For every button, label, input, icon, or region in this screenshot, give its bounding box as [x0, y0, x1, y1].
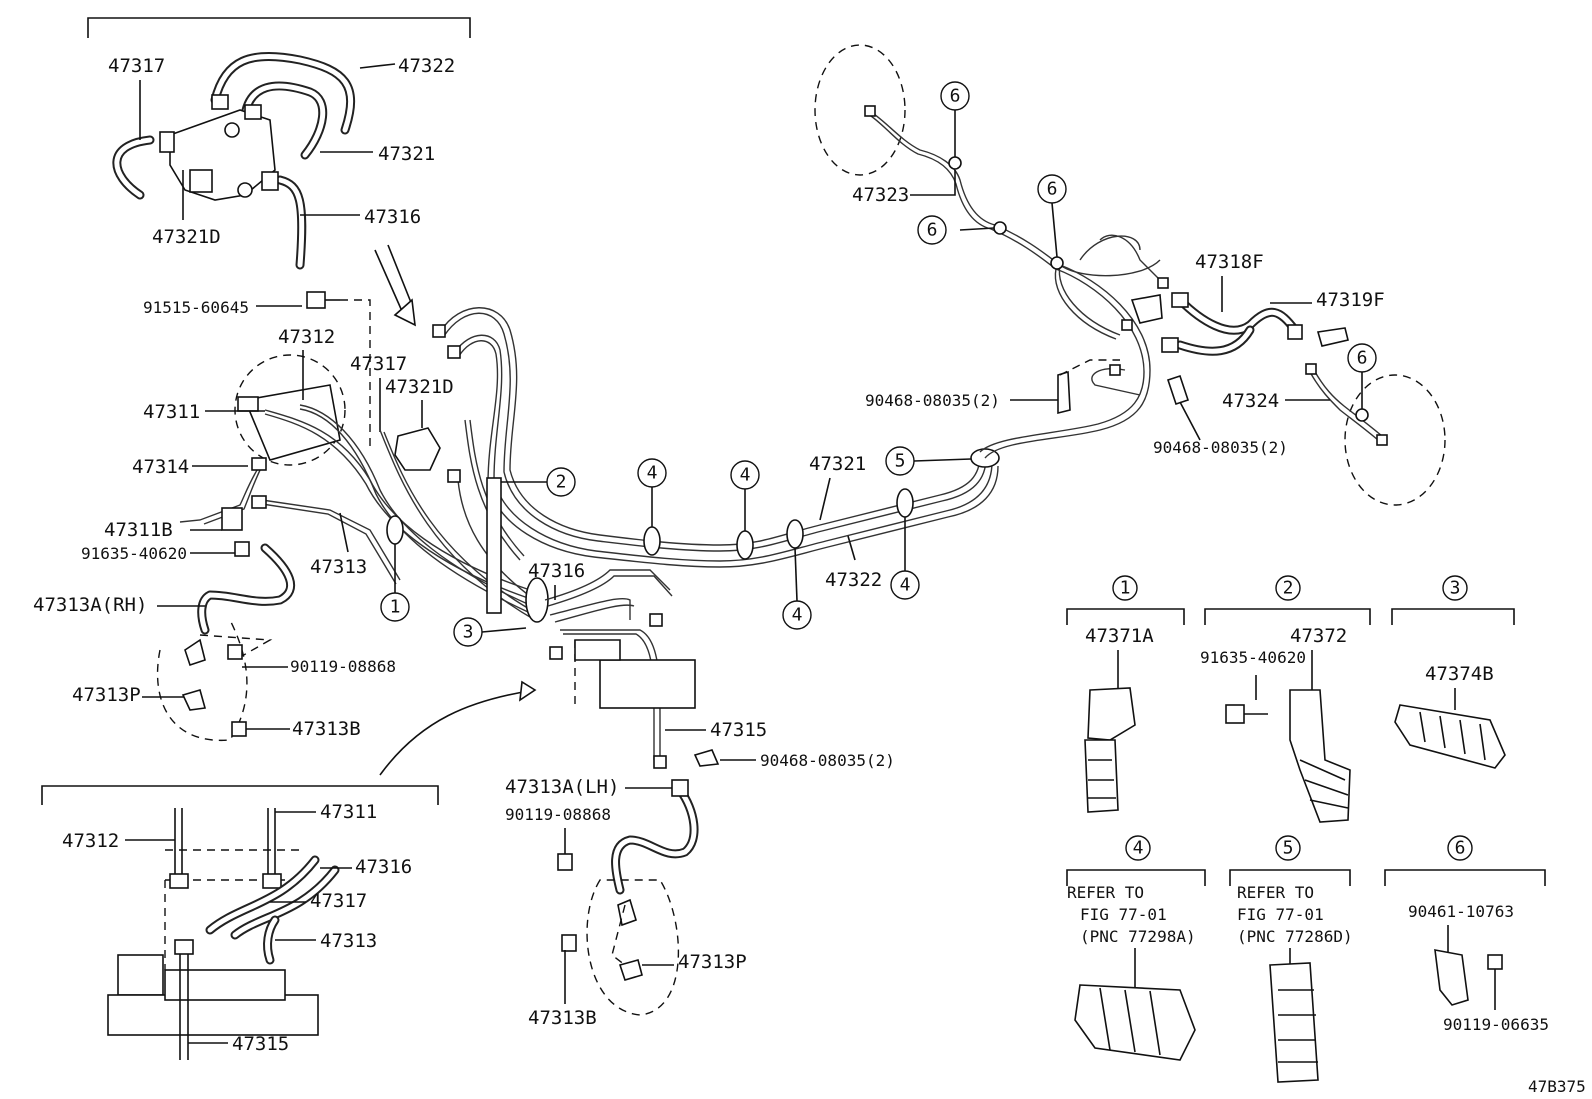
- detail-arrow: [374, 244, 416, 327]
- label-47317-top: 47317: [108, 55, 165, 77]
- label-90119-08868-lh: 90119-08868: [505, 805, 611, 824]
- callout-4c: 4: [792, 605, 803, 626]
- legend-key-5: 5: [1283, 838, 1294, 859]
- label-47322-top: 47322: [398, 55, 455, 77]
- label-47314: 47314: [132, 456, 189, 478]
- callout-4b: 4: [740, 465, 751, 486]
- legend-key-4: 4: [1133, 838, 1144, 859]
- legend-refer-5a: REFER TO: [1237, 883, 1314, 902]
- legend-refer-5b: FIG 77-01: [1237, 905, 1324, 924]
- callout-6d: 6: [1357, 348, 1368, 369]
- label-47316-mid: 47316: [528, 560, 585, 582]
- label-47311: 47311: [143, 401, 200, 423]
- callout-6c: 6: [1047, 179, 1058, 200]
- callout-1: 1: [390, 597, 401, 618]
- label-47315-inset: 47315: [232, 1033, 289, 1055]
- legend-key-1: 1: [1120, 578, 1131, 599]
- label-47317-mid: 47317: [350, 353, 407, 375]
- label-47323: 47323: [852, 184, 909, 206]
- label-47313B-rh: 47313B: [292, 718, 361, 740]
- main-tubes: 47321 47322: [386, 307, 1000, 623]
- label-47316-inset: 47316: [355, 856, 412, 878]
- label-47319F: 47319F: [1316, 289, 1385, 311]
- label-47313P-rh: 47313P: [72, 684, 141, 706]
- legend-refer-4a: REFER TO: [1067, 883, 1144, 902]
- master-cylinder-area: 91515-60645 47312 47311 47317 47321D: [143, 291, 454, 471]
- label-47315-mid: 47315: [710, 719, 767, 741]
- legend-part-90119-06635: 90119-06635: [1443, 1015, 1549, 1034]
- legend-key-6: 6: [1455, 838, 1466, 859]
- legend: 1 47371A 2 47372 91635-40620 3 47374B 4 …: [1066, 575, 1549, 1083]
- legend-part-91635-40620: 91635-40620: [1200, 648, 1306, 667]
- label-90119-08868-rh: 90119-08868: [290, 657, 396, 676]
- legend-key-2: 2: [1283, 578, 1294, 599]
- figure-id: 47B375: [1528, 1077, 1586, 1096]
- label-47321D-top: 47321D: [152, 226, 221, 248]
- label-47321-top: 47321: [378, 143, 435, 165]
- legend-refer-4c: (PNC 77298A): [1080, 927, 1196, 946]
- label-47321D-mid: 47321D: [385, 376, 454, 398]
- center-area: 47316 47315 90468-08035(2): [379, 560, 895, 776]
- label-91515-60645: 91515-60645: [143, 298, 249, 317]
- legend-key-3: 3: [1450, 578, 1461, 599]
- label-47313-inset: 47313: [320, 930, 377, 952]
- label-47313A-LH: 47313A(LH): [505, 776, 619, 798]
- inset-detail: 47312 47311 47316 47317 47313 47315: [41, 785, 439, 1060]
- callout-4d: 4: [900, 575, 911, 596]
- callout-3: 3: [463, 622, 474, 643]
- label-47322-main: 47322: [825, 569, 882, 591]
- legend-part-90461-10763: 90461-10763: [1408, 902, 1514, 921]
- label-47313B-lh: 47313B: [528, 1007, 597, 1029]
- callout-2: 2: [556, 472, 567, 493]
- label-47321-main: 47321: [809, 453, 866, 475]
- label-47324: 47324: [1222, 390, 1279, 412]
- label-47313P-lh: 47313P: [678, 951, 747, 973]
- callout-4a: 4: [647, 463, 658, 484]
- legend-part-47374B: 47374B: [1425, 663, 1494, 685]
- rh-flex-hose: 47313A(RH) 90119-08868 47313P 47313B: [33, 543, 396, 741]
- label-47312: 47312: [278, 326, 335, 348]
- callout-6b: 6: [927, 220, 938, 241]
- left-tubes: 47314 47313 47311B 91635-40620: [81, 404, 539, 621]
- label-90468-08035-right: 90468-08035(2): [1153, 438, 1288, 457]
- label-47313A-RH: 47313A(RH): [33, 594, 147, 616]
- label-47311B: 47311B: [104, 519, 173, 541]
- legend-part-47372: 47372: [1290, 625, 1347, 647]
- rear-lines: 47323 47318F 47319F 90468-08035(2) 90468…: [814, 44, 1446, 506]
- legend-refer-4b: FIG 77-01: [1080, 905, 1167, 924]
- label-90468-08035-left: 90468-08035(2): [865, 391, 1000, 410]
- label-47311-inset: 47311: [320, 801, 377, 823]
- callout-6a: 6: [950, 86, 961, 107]
- label-47317-inset: 47317: [310, 890, 367, 912]
- label-47313: 47313: [310, 556, 367, 578]
- label-90468-08035-mid: 90468-08035(2): [760, 751, 895, 770]
- label-47316-top: 47316: [364, 206, 421, 228]
- junction-detail: 47317 47322 47321 47321D 47316: [87, 17, 471, 270]
- lh-flex-hose: 47313A(LH) 90119-08868 47313P 47313B: [505, 776, 747, 1029]
- legend-part-47371A: 47371A: [1085, 625, 1154, 647]
- label-91635-40620-left: 91635-40620: [81, 544, 187, 563]
- callout-5: 5: [895, 451, 906, 472]
- legend-refer-5c: (PNC 77286D): [1237, 927, 1353, 946]
- label-47318F: 47318F: [1195, 251, 1264, 273]
- callouts: 1 2 3 4 4 4 4 5 6 6 6 6: [380, 81, 1377, 647]
- label-47312-inset: 47312: [62, 830, 119, 852]
